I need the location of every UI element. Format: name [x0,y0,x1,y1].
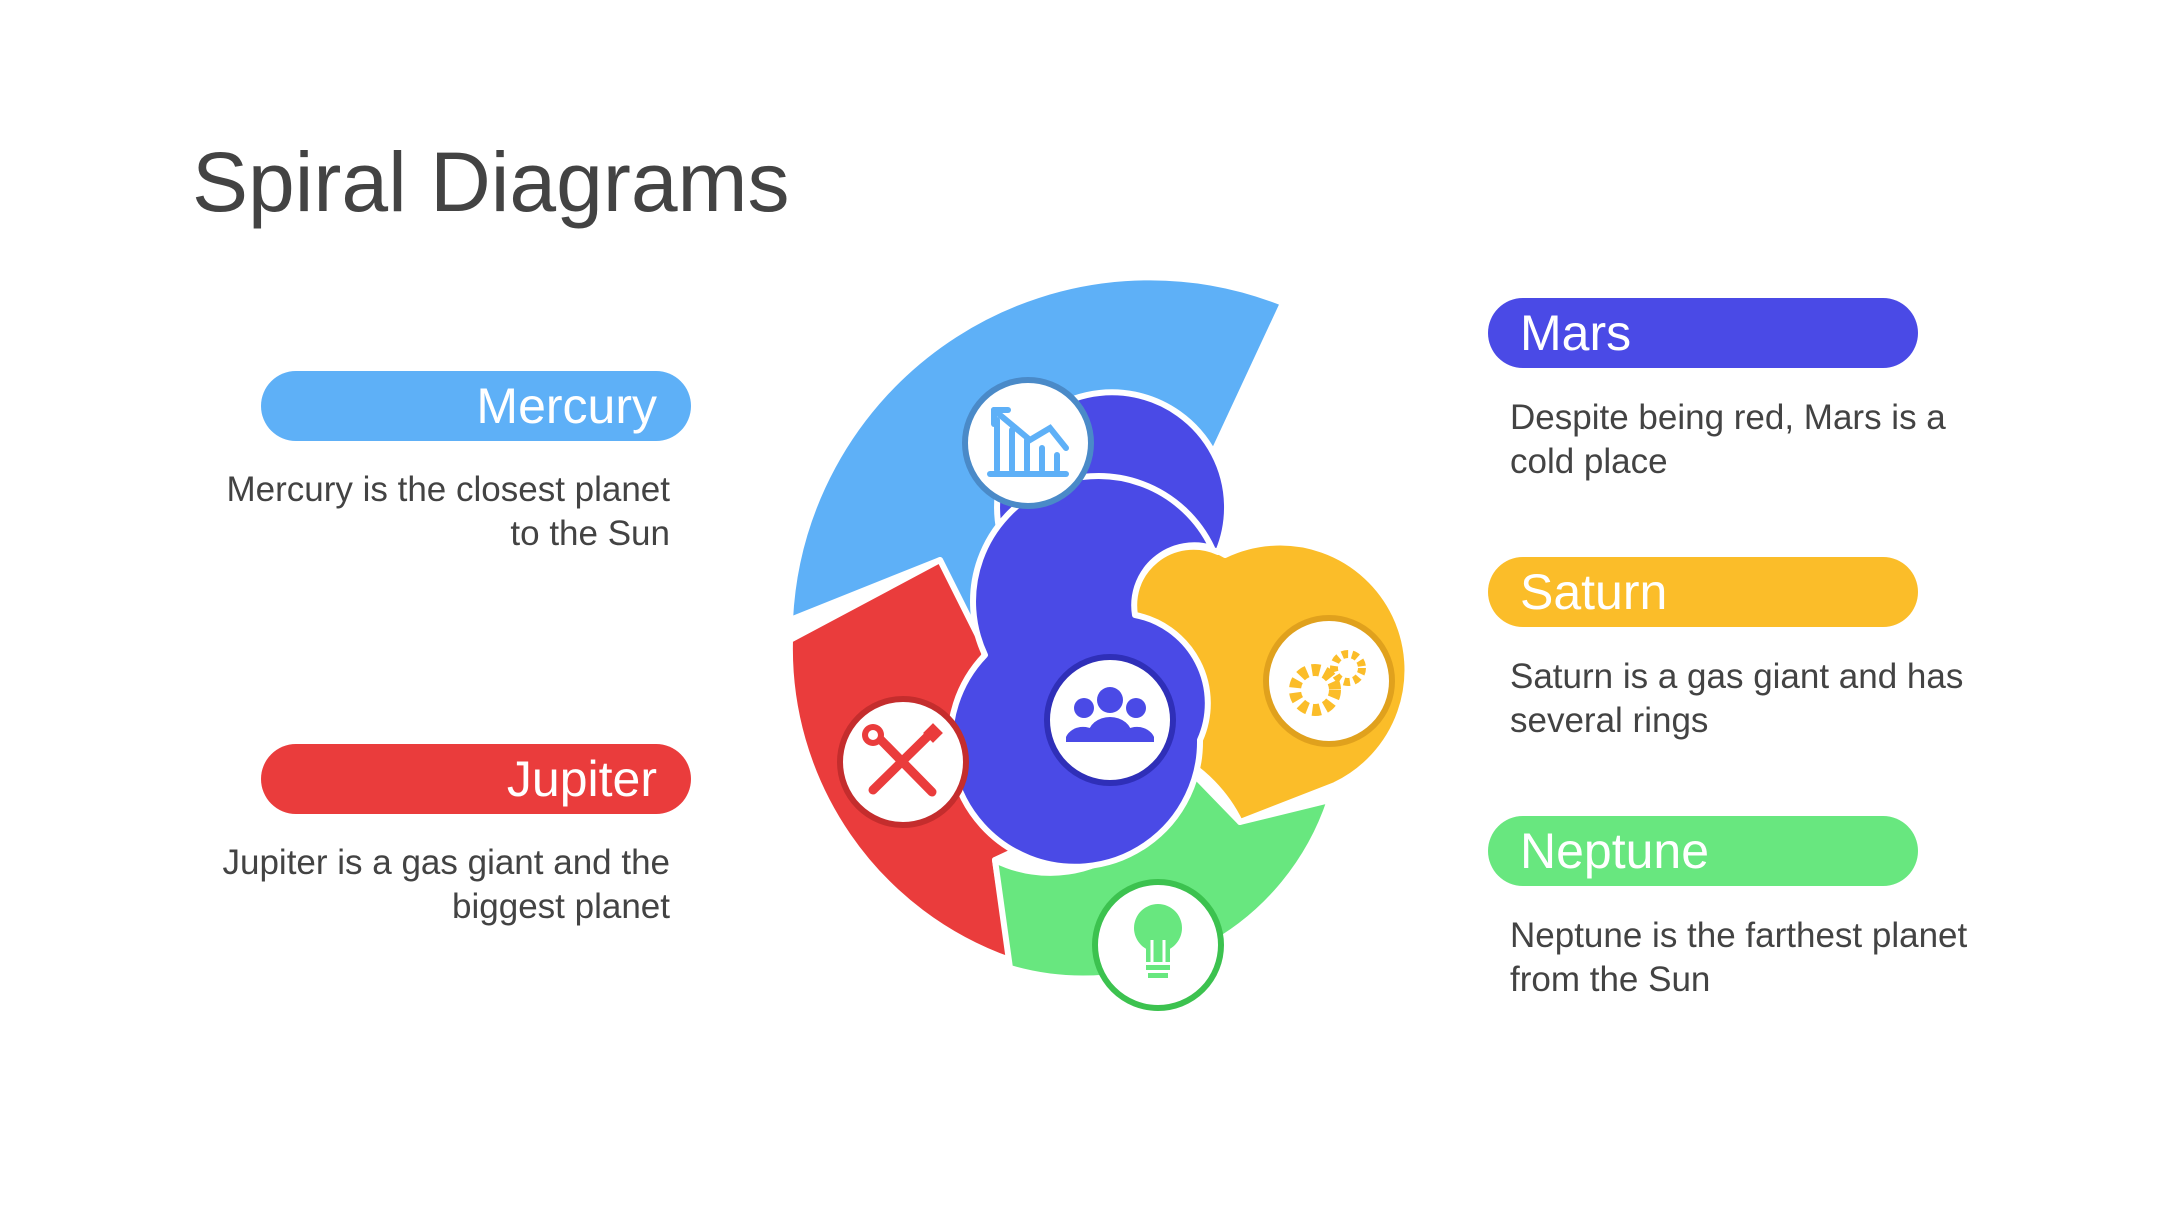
gears-icon [1263,615,1395,747]
tools-icon [837,696,969,828]
team-icon [1044,654,1176,786]
page-title: Spiral Diagrams [192,135,790,229]
chart-down-icon [962,377,1094,509]
neptune-description: Neptune is the farthest planet from the … [1510,916,1968,999]
mars-description: Despite being red, Mars is a cold place [1510,398,1946,481]
saturn-description: Saturn is a gas giant and has several ri… [1510,657,1964,740]
jupiter-label: Jupiter [261,744,691,814]
jupiter-description: Jupiter is a gas giant and the biggest p… [222,843,670,926]
mercury-description: Mercury is the closest planet to the Sun [226,470,670,553]
mercury-label: Mercury [261,371,691,441]
mars-label: Mars [1488,298,1918,368]
saturn-label: Saturn [1488,557,1918,627]
neptune-label: Neptune [1488,816,1918,886]
lightbulb-icon [1092,879,1224,1011]
